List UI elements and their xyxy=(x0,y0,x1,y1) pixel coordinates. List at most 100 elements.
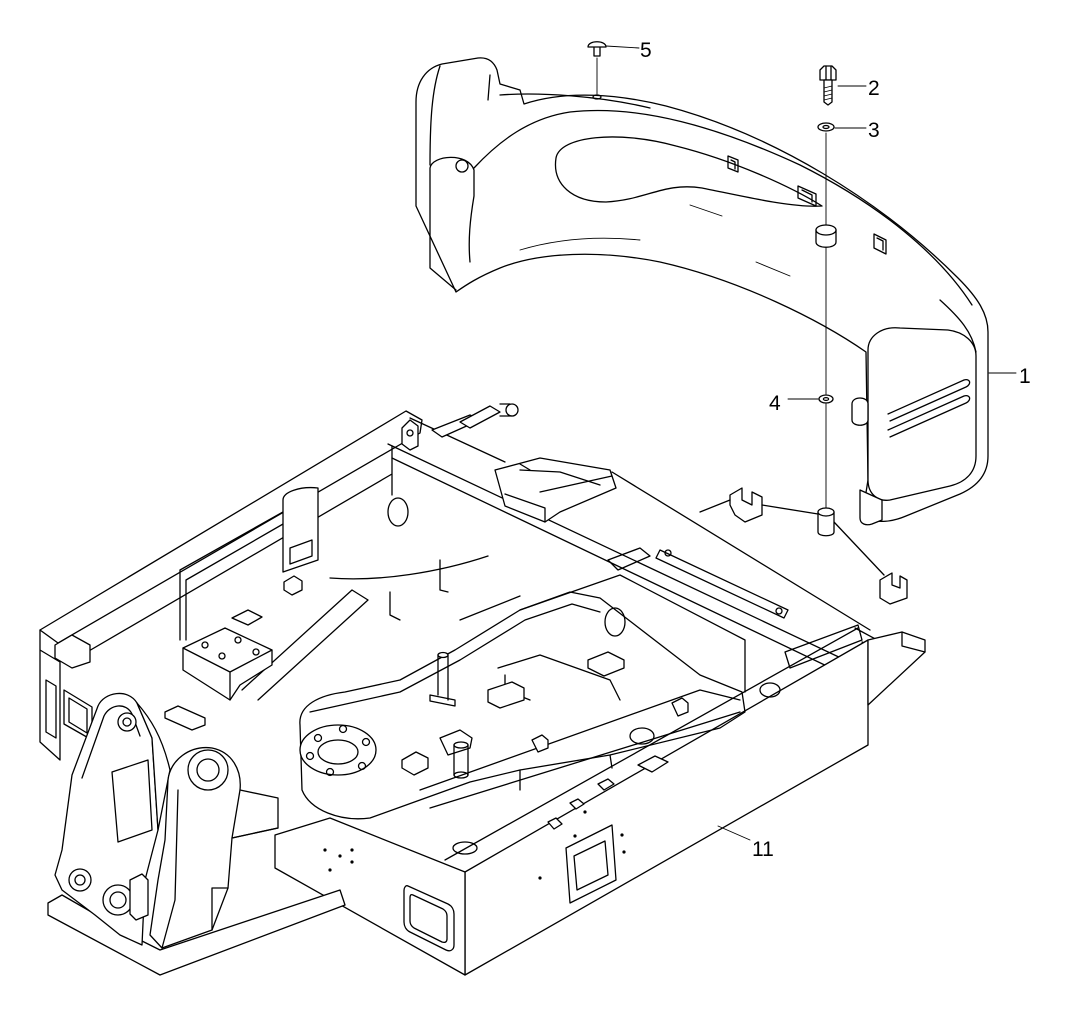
callout-3: 3 xyxy=(868,119,880,142)
frame-bracket xyxy=(401,751,429,776)
pivot-hole xyxy=(313,733,323,743)
frame-bracket xyxy=(637,755,669,773)
counterweight-side-nub xyxy=(851,397,869,426)
frame-center-plate xyxy=(299,591,746,820)
face-dot xyxy=(573,834,577,838)
mount-hole xyxy=(218,652,226,660)
bolt-thread xyxy=(823,85,833,101)
frame-bracket xyxy=(487,681,525,709)
frame-corner-bracket xyxy=(401,419,419,451)
face-dot xyxy=(350,860,354,864)
mount-hole xyxy=(252,648,260,656)
bracket-bore xyxy=(196,758,220,782)
bolt-strip-hole xyxy=(664,549,672,557)
bracket-lug xyxy=(129,873,149,921)
frame-left-wall-rim xyxy=(39,410,423,644)
bracket-front-plate xyxy=(149,746,279,949)
counterweight-surface-line xyxy=(519,204,791,277)
frame-back-plate-lug xyxy=(289,539,313,565)
frame-post-bottom xyxy=(453,771,469,779)
counterweight-bottom-tab xyxy=(859,489,883,526)
frame-counterweight-deck xyxy=(494,457,617,523)
spacer-top xyxy=(817,507,835,517)
frame-wall-hole xyxy=(629,727,655,745)
counterweight-slot xyxy=(727,155,739,173)
counterweight-slot xyxy=(797,185,817,207)
washer-upper-hole xyxy=(822,124,830,130)
upper-frame xyxy=(39,403,926,976)
counterweight-pocket xyxy=(554,136,823,207)
frame-wall-hole xyxy=(452,841,478,855)
frame-bracket xyxy=(587,651,625,677)
bolt-strip-hole xyxy=(775,607,783,615)
bracket-front-plate-edge xyxy=(161,789,279,949)
callout-2: 2 xyxy=(868,77,880,100)
plug xyxy=(587,41,607,57)
frame-floor-lines xyxy=(459,574,746,693)
counterweight-groove xyxy=(887,378,971,422)
frame-bracket xyxy=(231,609,263,626)
callout-11: 11 xyxy=(752,838,774,861)
frame-pipe xyxy=(499,403,513,417)
frame-right-extension xyxy=(867,631,926,706)
counterweight xyxy=(415,57,989,526)
frame-left-wall-inner-face xyxy=(69,445,393,663)
face-dot xyxy=(323,848,327,852)
pivot-hole xyxy=(325,767,335,777)
swing-pivot-boss xyxy=(299,724,377,776)
hardware xyxy=(587,41,837,537)
leader-line-11 xyxy=(717,825,751,841)
callouts: 5 2 3 1 4 11 xyxy=(605,39,1031,861)
frame-left-end-slot xyxy=(45,679,93,741)
frame-bracket xyxy=(547,817,563,830)
frame-wall-hole xyxy=(604,607,626,637)
frame-bracket xyxy=(531,734,549,753)
frame-left-front-lower-face xyxy=(274,817,466,976)
frame-curved-cutout xyxy=(329,555,489,593)
frame-rear-panel xyxy=(519,469,651,571)
pivot-hole xyxy=(305,751,315,761)
spacer xyxy=(817,511,835,537)
bracket-web xyxy=(136,702,171,831)
bracket-boss xyxy=(187,749,229,791)
frame-deck-step xyxy=(504,463,613,523)
frame-back-wall-rim xyxy=(387,417,871,681)
frame-bracket xyxy=(597,778,615,791)
counterweight-body xyxy=(415,57,989,523)
face-dot xyxy=(328,868,332,872)
frame-hook xyxy=(389,591,401,621)
corner-bracket-hole xyxy=(406,429,414,437)
frame-right-front-face xyxy=(464,639,869,976)
washer-upper xyxy=(817,122,835,132)
face-dot xyxy=(622,850,626,854)
frame-wall-hole xyxy=(387,497,409,527)
counterweight-groove xyxy=(887,394,971,438)
frame-left-diagonal-beam xyxy=(241,589,369,701)
counterweight-slot xyxy=(873,233,887,255)
callout-1: 1 xyxy=(1019,365,1031,388)
frame-right-longitudinal-beam xyxy=(419,689,741,809)
boom-swing-bracket xyxy=(47,692,346,976)
leader-line-5 xyxy=(605,45,640,49)
counterweight-lifting-hole xyxy=(455,159,469,173)
assembly-line xyxy=(699,499,885,576)
washer-lower-hole xyxy=(822,396,830,402)
bolt-head xyxy=(819,65,837,81)
pivot-hole xyxy=(338,724,348,734)
face-dot xyxy=(538,876,542,880)
frame-left-end xyxy=(39,629,61,761)
face-dot xyxy=(620,833,624,837)
counterweight-right-end-face xyxy=(867,327,977,501)
bracket-bore xyxy=(74,874,86,886)
frame-post xyxy=(429,654,456,707)
frame-mount-block-edge xyxy=(182,647,273,701)
face-dot xyxy=(338,854,342,858)
frame-mount-block xyxy=(182,627,273,701)
counterweight-top-rim xyxy=(473,109,973,306)
mount-hole xyxy=(201,641,209,649)
frame-wall-hole xyxy=(759,682,781,698)
bolt-shank xyxy=(823,79,833,106)
frame-bracket xyxy=(283,575,303,596)
frame-top-bracket xyxy=(459,405,501,429)
